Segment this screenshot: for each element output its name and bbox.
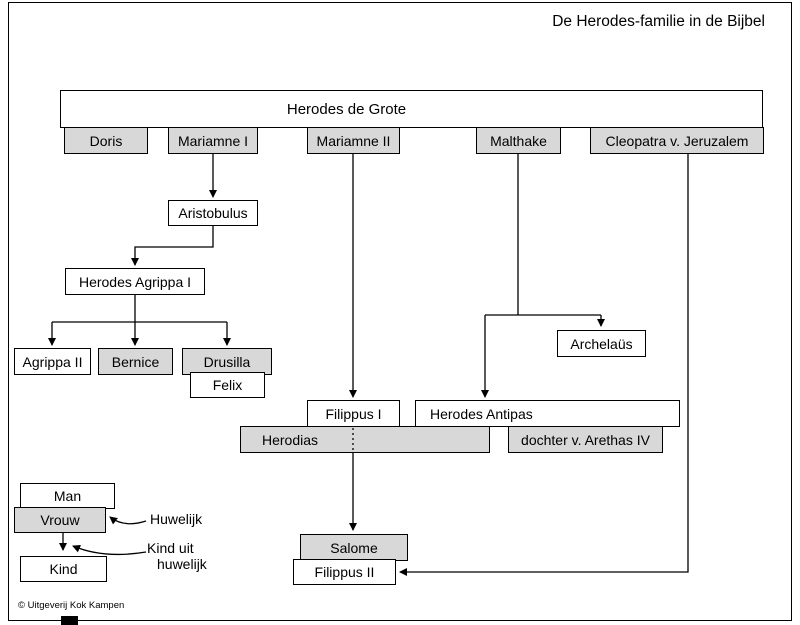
node-herodias: Herodias <box>240 426 490 453</box>
node-herodes-antipas: Herodes Antipas <box>415 400 680 427</box>
node-felix: Felix <box>190 372 265 398</box>
legend-vrouw-box: Vrouw <box>14 507 106 533</box>
legend-man-box: Man <box>20 483 115 509</box>
node-archelaus: Archelaüs <box>557 330 646 357</box>
node-dochter-v-arethas-iv: dochter v. Arethas IV <box>508 426 663 453</box>
node-herodes-agrippa-1: Herodes Agrippa I <box>65 268 205 295</box>
page-title: De Herodes-familie in de Bijbel <box>552 13 765 30</box>
node-agrippa-2: Agrippa II <box>14 348 91 375</box>
node-bernice: Bernice <box>98 348 173 375</box>
legend-child-label-line2: huwelijk <box>157 556 207 572</box>
print-mark <box>61 616 78 625</box>
legend-child-label-line1: Kind uit <box>147 540 194 556</box>
node-filippus-1: Filippus I <box>307 400 400 427</box>
node-doris: Doris <box>64 127 148 154</box>
node-drusilla: Drusilla <box>182 348 272 375</box>
copyright-text: © Uitgeverij Kok Kampen <box>18 600 125 611</box>
node-aristobulus: Aristobulus <box>168 200 258 226</box>
node-filippus-2: Filippus II <box>293 559 396 585</box>
node-herodes-de-grote: Herodes de Grote <box>60 90 763 128</box>
node-salome: Salome <box>300 534 408 561</box>
legend-child-label: Kind uit huwelijk <box>147 540 207 572</box>
node-cleopatra-v-jeruzalem: Cleopatra v. Jeruzalem <box>590 127 764 154</box>
legend-kind-box: Kind <box>20 556 107 582</box>
node-mariamne-1: Mariamne I <box>168 127 258 154</box>
diagram-border <box>8 2 792 621</box>
legend-marriage-label: Huwelijk <box>150 511 203 527</box>
node-mariamne-2: Mariamne II <box>307 127 400 154</box>
node-malthake: Malthake <box>476 127 561 154</box>
